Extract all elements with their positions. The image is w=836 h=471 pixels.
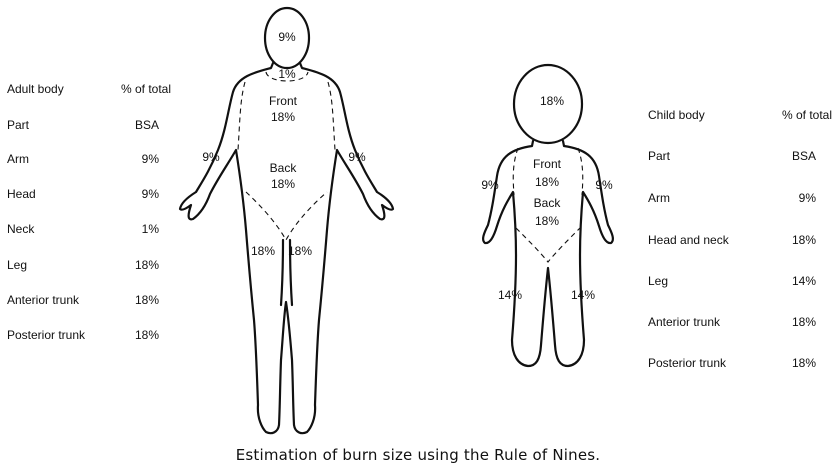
child-left-arm-divider <box>513 148 518 195</box>
child-back-label: Back <box>534 196 562 210</box>
child-right-leg-label: 14% <box>571 288 595 302</box>
child-head-label: 18% <box>540 94 564 108</box>
adult-left-leg-label: 18% <box>251 244 275 258</box>
child-right-arm-label: 9% <box>595 178 613 192</box>
child-left-leg-label: 14% <box>498 288 522 302</box>
adult-right-arm-label: 9% <box>348 150 366 164</box>
adult-head-label: 9% <box>278 30 296 44</box>
child-back-value: 18% <box>535 214 559 228</box>
adult-left-arm-divider <box>238 82 245 150</box>
adult-groin-divider <box>246 192 327 240</box>
child-left-arm-label: 9% <box>481 178 499 192</box>
child-groin-divider <box>516 228 580 262</box>
adult-left-arm-label: 9% <box>202 150 220 164</box>
adult-right-leg-label: 18% <box>288 244 312 258</box>
adult-front-value: 18% <box>271 110 295 124</box>
rule-of-nines-figures: 9% 1% Front 18% Back 18% 9% 9% 18% 18% 1… <box>0 0 836 440</box>
adult-back-value: 18% <box>271 177 295 191</box>
adult-body-figure: 9% 1% Front 18% Back 18% 9% 9% 18% 18% <box>180 8 393 433</box>
adult-back-label: Back <box>270 161 298 175</box>
adult-front-label: Front <box>269 94 298 108</box>
child-body-figure: 18% Front 18% Back 18% 9% 9% 14% 14% <box>481 65 613 366</box>
adult-right-arm-divider <box>328 82 335 150</box>
child-front-value: 18% <box>535 175 559 189</box>
child-front-label: Front <box>533 157 562 171</box>
figure-caption: Estimation of burn size using the Rule o… <box>0 446 836 464</box>
adult-neck-label: 1% <box>278 67 296 81</box>
child-right-arm-divider <box>578 148 583 195</box>
